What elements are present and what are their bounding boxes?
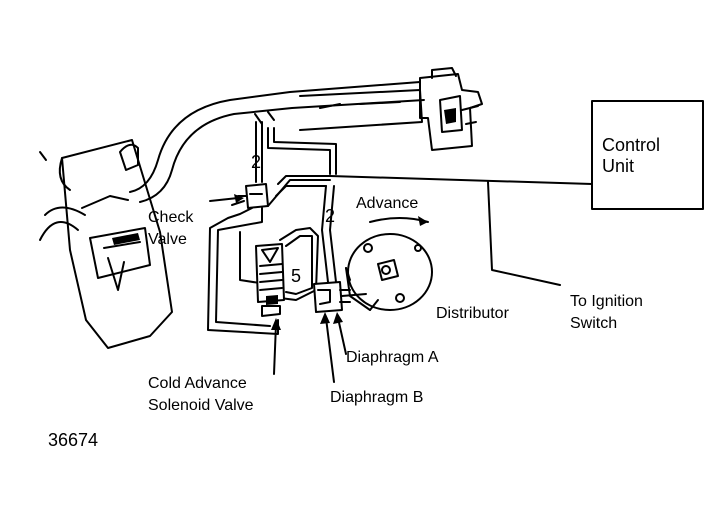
- cold-advance-label-1: Cold Advance: [148, 375, 247, 392]
- distributor-label: Distributor: [436, 305, 510, 322]
- to-ignition-label-2: Switch: [570, 315, 617, 332]
- cold-advance-solenoid: [255, 243, 285, 317]
- diaphragm-a-label: Diaphragm A: [346, 349, 439, 366]
- diaphragm-assembly: [313, 267, 367, 313]
- to-ignition-label-1: To Ignition: [570, 293, 643, 310]
- control-unit-label-1: Control: [602, 135, 660, 155]
- hose-2-right-label: 2: [325, 206, 335, 226]
- advance-label: Advance: [356, 195, 418, 212]
- control-wire: [277, 175, 593, 185]
- check-valve-label-2: Valve: [148, 231, 187, 248]
- carburetor-body: [299, 67, 483, 151]
- air-cleaner-housing: [39, 139, 173, 349]
- figure-number: 36674: [48, 430, 98, 450]
- ignition-wire: [487, 181, 561, 286]
- distributor: [345, 233, 433, 311]
- leader-arrows: [209, 194, 347, 383]
- cold-advance-label-2: Solenoid Valve: [148, 397, 254, 414]
- hose-2-left-label: 2: [251, 152, 261, 172]
- diaphragm-b-label: Diaphragm B: [330, 389, 423, 406]
- control-unit-label-2: Unit: [602, 156, 634, 176]
- hose-2-left: [255, 121, 337, 183]
- check-valve-label-1: Check: [148, 209, 194, 226]
- advance-arrow: [369, 216, 429, 226]
- main-vacuum-hose: [129, 81, 425, 203]
- control-unit-box: [591, 100, 704, 210]
- hose-5-label: 5: [291, 266, 301, 286]
